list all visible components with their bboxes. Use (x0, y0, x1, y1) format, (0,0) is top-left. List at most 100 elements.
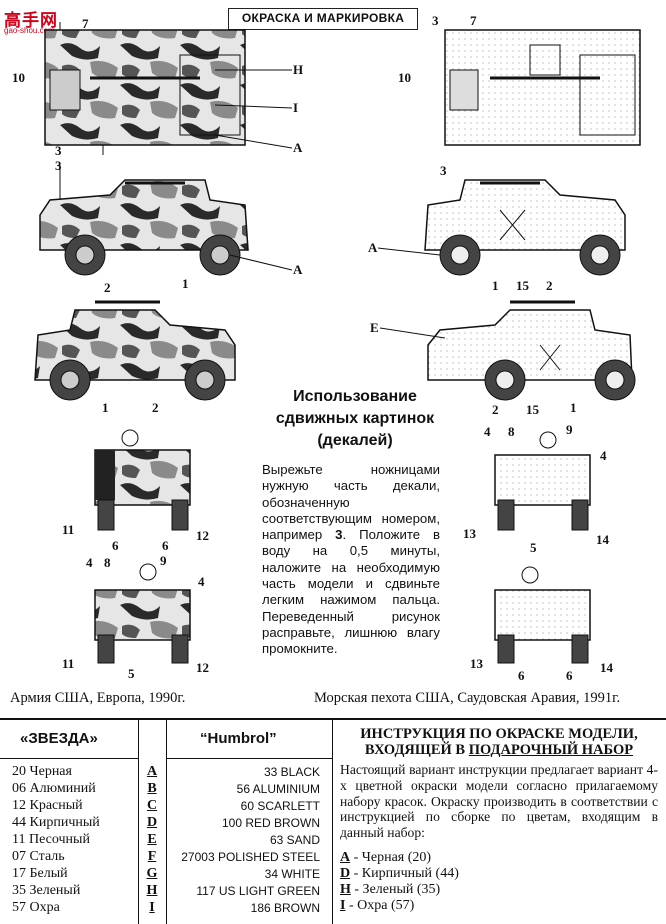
callout-num: 10 (398, 70, 411, 85)
glyph-right-a: A (368, 240, 378, 255)
legend-glyph: D (340, 866, 351, 881)
zvezda-color: 07 Сталь (12, 849, 65, 864)
legend-glyph: I (340, 898, 346, 913)
callout-num: 11 (62, 656, 74, 671)
zvezda-color: 20 Черная (12, 764, 72, 779)
callout-num: 15 (526, 402, 540, 417)
legend-text: - Черная (20) (353, 850, 432, 865)
humbrol-color: 100 RED BROWN (221, 816, 320, 830)
column-divider (332, 720, 333, 924)
callout-num: 11 (62, 522, 74, 537)
color-glyph: I (149, 900, 155, 915)
decal-title: Использование сдвижных картинок (декалей… (255, 386, 455, 452)
instruction-title: ИНСТРУКЦИЯ ПО ОКРАСКЕ МОДЕЛИ, ВХОДЯЩЕЙ В… (332, 726, 666, 758)
callout-num: 1 (102, 400, 109, 415)
legend-item: H - Зеленый (35) (340, 882, 440, 898)
callout-num: 6 (162, 538, 169, 553)
logo-subtext: gao-shou.com (4, 26, 55, 35)
humbrol-header: “Humbrol” (200, 730, 277, 747)
humbrol-color: 33 BLACK (263, 765, 320, 779)
color-glyph: F (147, 849, 157, 864)
zvezda-color: 12 Красный (12, 798, 83, 813)
humbrol-color: 117 US LIGHT GREEN (196, 884, 320, 898)
callout-num: 6 (518, 668, 525, 683)
glyph-top-a: A (293, 140, 303, 155)
decal-instructions: Вырежьте ножницами нужную часть декали, … (262, 462, 440, 658)
zvezda-color: 44 Кирпичный (12, 815, 100, 830)
right-side-view-2 (427, 300, 636, 401)
right-front-view (494, 566, 591, 664)
right-top-view (444, 29, 641, 146)
decal-title-line: сдвижных картинок (275, 410, 435, 427)
callout-num: 4 (600, 448, 607, 463)
left-top-view (44, 22, 246, 155)
instruction-title-line2: ВХОДЯЩЕЙ В ПОДАРОЧНЫЙ НАБОР (332, 742, 666, 758)
header-divider (0, 758, 138, 759)
callout-num: 3 (55, 143, 62, 158)
callout-num: 6 (112, 538, 119, 553)
callout-num: 7 (470, 13, 477, 28)
glyph-top-i: I (293, 100, 298, 115)
right-side-view-1 (424, 179, 626, 276)
callout-num: 6 (566, 668, 573, 683)
humbrol-color: 34 WHITE (264, 867, 320, 881)
header-divider (166, 758, 332, 759)
zvezda-color: 06 Алюминий (12, 781, 96, 796)
legend-item: A - Черная (20) (340, 850, 431, 866)
glyph-top-h: H (293, 62, 303, 77)
humbrol-color: 60 SCARLETT (240, 799, 320, 813)
callout-num: 2 (546, 278, 553, 293)
left-side-view-2 (34, 300, 236, 401)
paint-table: «ЗВЕЗДА» “Humbrol” (0, 718, 666, 924)
legend-text: - Зеленый (35) (354, 882, 441, 897)
color-glyph: D (146, 815, 158, 830)
color-glyph: A (146, 764, 158, 779)
decal-text-post: . Положите в воду на 0,5 минуты, наложит… (262, 527, 441, 657)
left-side-view-1 (39, 165, 249, 276)
right-rear-view (494, 431, 591, 531)
callout-num: 12 (196, 660, 209, 675)
instruction-title-underlined: ПОДАРОЧНЫЙ НАБОР (468, 742, 634, 758)
callout-num: 3 (432, 13, 439, 28)
callout-num: 2 (492, 402, 499, 417)
callout-num: 7 (82, 16, 89, 31)
callout-num: 3 (440, 163, 447, 178)
legend-text: - Кирпичный (44) (353, 866, 459, 881)
callout-num: 10 (12, 70, 25, 85)
callout-num: 8 (104, 555, 111, 570)
instruction-title-line1: ИНСТРУКЦИЯ ПО ОКРАСКЕ МОДЕЛИ, (360, 726, 638, 742)
callout-num: 1 (570, 400, 577, 415)
callout-num: 13 (470, 656, 484, 671)
decal-text-pre: Вырежьте ножницами нужную часть декали, … (262, 462, 440, 543)
humbrol-color: 27003 POLISHED STEEL (181, 850, 320, 864)
site-logo: 高手网 gao-shou.com (4, 6, 74, 36)
legend-text: - Охра (57) (348, 898, 415, 913)
caption-left: Армия США, Европа, 1990г. (10, 690, 186, 706)
callout-num: 2 (104, 280, 111, 295)
right-callouts: 3 7 10 3 1 15 2 2 15 1 4 8 9 4 13 5 14 1… (398, 13, 614, 683)
humbrol-color: 63 SAND (269, 833, 320, 847)
decal-title-line: Использование (293, 388, 417, 405)
callout-num: 3 (55, 158, 62, 173)
legend-item: I - Охра (57) (340, 898, 414, 914)
column-divider (138, 720, 139, 924)
callout-num: 12 (196, 528, 209, 543)
color-glyph: B (147, 781, 157, 796)
caption-right: Морская пехота США, Саудовская Аравия, 1… (314, 690, 621, 706)
callout-num: 4 (198, 574, 205, 589)
callout-num: 4 (86, 555, 93, 570)
instruction-body: Настоящий вариант инструкции предлагает … (340, 762, 658, 841)
glyph-right-e: E (370, 320, 379, 335)
section-title: ОКРАСКА И МАРКИРОВКА (228, 8, 418, 30)
callout-num: 1 (182, 276, 189, 291)
zvezda-color: 17 Белый (12, 866, 68, 881)
humbrol-color: 186 BROWN (250, 901, 320, 915)
callout-num: 1 (492, 278, 499, 293)
zvezda-color: 35 Зеленый (12, 883, 81, 898)
left-front-view (94, 429, 191, 531)
callout-num: 8 (508, 424, 515, 439)
vehicle-drawings: H I A A A E 7 3 10 3 2 1 1 2 11 6 6 12 4… (12, 13, 641, 683)
instruction-title-pre: ВХОДЯЩЕЙ В (364, 742, 469, 758)
legend-glyph: H (340, 882, 351, 897)
zvezda-color: 57 Охра (12, 900, 60, 915)
